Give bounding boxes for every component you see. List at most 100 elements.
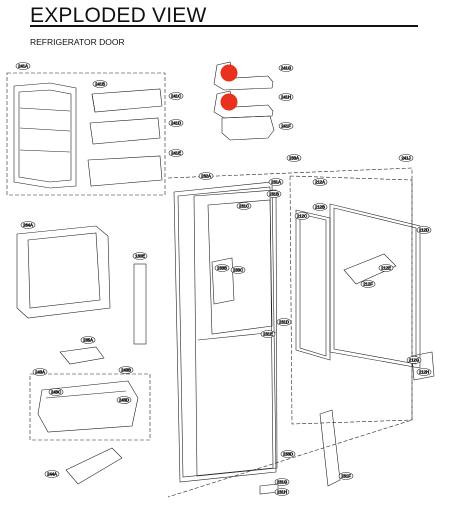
door-assembly-outline — [167, 167, 413, 498]
svg-text:243C: 243C — [51, 389, 61, 394]
part-label-232A: 232A — [198, 172, 214, 180]
part-label-231C: 231C — [236, 202, 252, 210]
svg-text:243B: 243B — [121, 367, 131, 372]
part-label-231B: 231B — [266, 190, 282, 198]
part-label-241H: 241H — [278, 93, 294, 101]
svg-text:241D: 241D — [171, 120, 181, 125]
group-box-lower-left — [29, 373, 151, 441]
highlight-marker-lower — [220, 93, 238, 111]
frame-212B — [329, 203, 421, 369]
svg-text:231B: 231B — [269, 191, 279, 196]
svg-text:235A: 235A — [83, 337, 93, 342]
svg-text:232A: 232A — [201, 173, 211, 178]
svg-text:243A: 243A — [35, 369, 45, 374]
part-label-241C: 241C — [168, 92, 184, 100]
part-label-212G: 212G — [406, 356, 422, 364]
bin-264A — [16, 225, 111, 319]
part-label-233C: 233C — [230, 266, 246, 274]
panel-group-outline — [289, 175, 413, 425]
part-label-233D: 233D — [280, 450, 296, 458]
part-label-241J: 241J — [398, 154, 414, 162]
part-label-244A: 244A — [44, 470, 60, 478]
holder-235A — [59, 346, 105, 365]
svg-text:264A: 264A — [23, 222, 33, 227]
part-label-231H: 231H — [274, 488, 290, 496]
hinge-bracket-bottom — [319, 409, 341, 487]
svg-text:231A: 231A — [271, 179, 281, 184]
bin-243A — [37, 380, 139, 433]
part-label-241F: 241F — [278, 122, 294, 130]
hinge-bracket-right — [411, 351, 435, 381]
door-liner-241A — [13, 82, 77, 189]
part-label-243B: 243B — [118, 366, 134, 374]
door-gasket-232A — [173, 181, 277, 483]
svg-text:241J: 241J — [401, 155, 410, 160]
shelf-130E — [133, 263, 147, 345]
part-label-233A: 233A — [286, 154, 302, 162]
svg-text:241F: 241F — [281, 123, 291, 128]
highlight-marker-upper — [220, 64, 238, 82]
module-212F — [343, 253, 397, 285]
svg-text:130E: 130E — [135, 253, 145, 258]
svg-text:241H: 241H — [281, 94, 291, 99]
part-label-264A: 264A — [20, 221, 36, 229]
svg-text:243D: 243D — [119, 397, 129, 402]
door-bin-241D — [89, 117, 161, 145]
glass-panel-212A — [295, 209, 331, 361]
svg-text:231H: 231H — [277, 489, 287, 494]
part-label-241B: 241B — [92, 80, 108, 88]
part-label-243D: 243D — [116, 396, 132, 404]
part-label-243C: 243C — [48, 388, 64, 396]
svg-text:212F: 212F — [363, 281, 373, 286]
svg-text:212G: 212G — [409, 357, 419, 362]
svg-text:231C: 231C — [239, 203, 249, 208]
part-label-235A: 235A — [80, 336, 96, 344]
title-underline — [30, 25, 418, 27]
svg-text:233D: 233D — [283, 451, 293, 456]
svg-text:212D: 212D — [419, 227, 429, 232]
bin-244A — [65, 447, 123, 485]
svg-text:231F: 231F — [341, 473, 351, 478]
svg-text:241B: 241B — [95, 81, 105, 86]
svg-text:231E: 231E — [263, 331, 273, 336]
part-label-212A: 212A — [312, 178, 328, 186]
part-label-212H: 212H — [416, 368, 432, 376]
page-title: EXPLODED VIEW — [30, 4, 207, 27]
part-label-212D: 212D — [416, 226, 432, 234]
door-bin-241E — [87, 155, 163, 187]
part-label-241G: 241G — [278, 64, 294, 72]
svg-text:212C: 212C — [297, 213, 307, 218]
part-label-130E: 130E — [132, 252, 148, 260]
part-label-231G: 231G — [274, 478, 290, 486]
part-label-241E: 241E — [168, 149, 184, 157]
svg-text:241E: 241E — [171, 150, 181, 155]
part-label-243A: 243A — [32, 368, 48, 376]
part-label-231E: 231E — [260, 330, 276, 338]
svg-text:241C: 241C — [171, 93, 181, 98]
svg-text:233B: 233B — [217, 265, 227, 270]
part-label-212B: 212B — [312, 203, 328, 211]
part-label-241A: 241A — [15, 62, 31, 70]
svg-text:241G: 241G — [281, 65, 291, 70]
part-label-231D: 231D — [276, 318, 292, 326]
svg-text:244A: 244A — [47, 471, 57, 476]
svg-text:212E: 212E — [381, 265, 391, 270]
dispenser-module — [211, 257, 235, 305]
part-label-231F: 231F — [338, 472, 354, 480]
group-box-upper-left — [6, 72, 166, 196]
part-label-212C: 212C — [294, 212, 310, 220]
part-label-212F: 212F — [360, 280, 376, 288]
section-subtitle: REFRIGERATOR DOOR — [30, 37, 125, 47]
svg-text:212A: 212A — [315, 179, 325, 184]
svg-text:212H: 212H — [419, 369, 429, 374]
svg-text:231G: 231G — [277, 479, 287, 484]
part-labels: 241A 241B 241C 241D 241E 241G 241H 241F — [15, 62, 432, 496]
door-bin-241F — [221, 115, 275, 141]
svg-text:241A: 241A — [18, 63, 28, 68]
part-label-233B: 233B — [214, 264, 230, 272]
part-label-231A: 231A — [268, 178, 284, 186]
part-label-212E: 212E — [378, 264, 394, 272]
svg-text:233C: 233C — [233, 267, 243, 272]
part-label-241D: 241D — [168, 119, 184, 127]
